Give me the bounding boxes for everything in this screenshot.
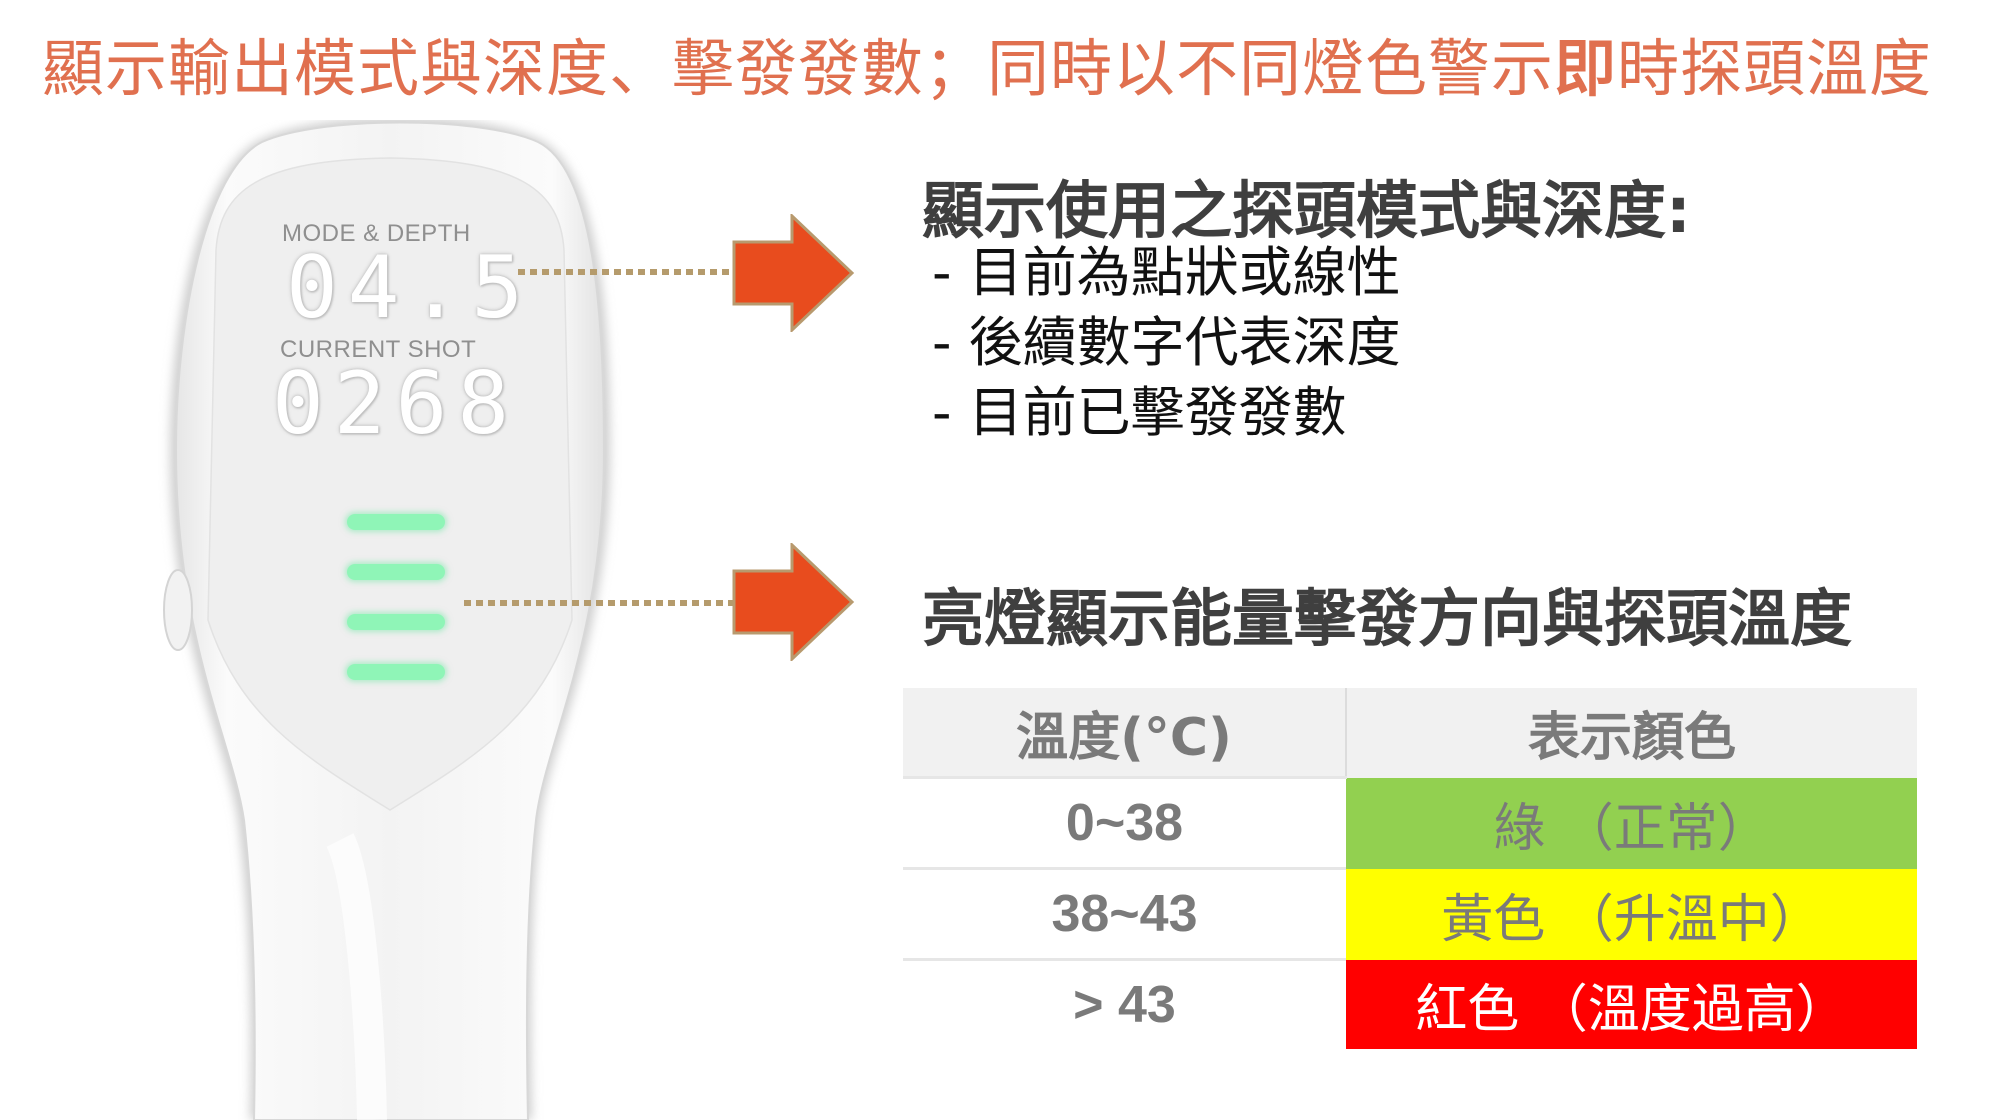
header-indicator-color: 表示顏色 bbox=[1346, 688, 1917, 778]
bullet-item: - 目前已擊發發數 bbox=[932, 381, 1347, 444]
table-row: 0~38 綠 （正常） bbox=[903, 776, 1917, 869]
current-shot-label: CURRENT SHOT bbox=[280, 336, 477, 363]
table-header-row: 溫度(°C) 表示顏色 bbox=[903, 688, 1917, 778]
title-emphasis: 即 bbox=[1554, 32, 1618, 105]
temperature-color-table: 溫度(°C) 表示顏色 0~38 綠 （正常） 38~43 黃色 （升溫中） >… bbox=[903, 688, 1917, 1049]
mode-depth-readout: 04.5 bbox=[286, 238, 534, 338]
table-row: > 43 紅色 （溫度過高） bbox=[903, 958, 1917, 1049]
right-arrow-icon bbox=[732, 543, 855, 661]
handpiece-body-icon bbox=[163, 120, 610, 1120]
leader-line-led bbox=[464, 600, 740, 606]
temperature-range-cell: 38~43 bbox=[903, 867, 1346, 960]
title-part2: 時探頭溫度 bbox=[1617, 32, 1933, 105]
led-bar-4 bbox=[347, 664, 445, 680]
indicator-red-cell: 紅色 （溫度過高） bbox=[1346, 959, 1917, 1049]
slide-title: 顯示輸出模式與深度、擊發發數；同時以不同燈色警示即時探頭溫度 bbox=[42, 18, 1932, 108]
table-row: 38~43 黃色 （升溫中） bbox=[903, 867, 1917, 960]
display-callout-heading: 顯示使用之探頭模式與深度: bbox=[922, 174, 1691, 247]
led-bar-1 bbox=[347, 514, 445, 530]
temperature-range-cell: 0~38 bbox=[903, 776, 1346, 869]
ultrasound-handpiece-illustration: MODE & DEPTH 04.5 CURRENT SHOT 0268 bbox=[140, 120, 660, 1120]
bullet-item: - 後續數字代表深度 bbox=[932, 311, 1401, 374]
title-part1: 顯示輸出模式與深度、擊發發數；同時以不同燈色警示 bbox=[42, 32, 1555, 105]
led-bar-2 bbox=[347, 564, 445, 580]
bullet-item: - 目前為點狀或線性 bbox=[932, 241, 1401, 304]
display-callout-bullets: - 目前為點狀或線性 - 後續數字代表深度 - 目前已擊發發數 bbox=[932, 238, 1401, 448]
leader-line-display bbox=[518, 269, 740, 275]
led-bar-3 bbox=[347, 614, 445, 630]
mode-depth-label: MODE & DEPTH bbox=[282, 220, 471, 247]
temperature-range-cell: > 43 bbox=[903, 958, 1346, 1049]
current-shot-readout: 0268 bbox=[272, 354, 520, 454]
led-callout-heading: 亮燈顯示能量擊發方向與探頭溫度 bbox=[922, 582, 1853, 655]
indicator-yellow-cell: 黃色 （升溫中） bbox=[1346, 868, 1917, 960]
indicator-green-cell: 綠 （正常） bbox=[1346, 777, 1917, 869]
header-temperature: 溫度(°C) bbox=[903, 688, 1347, 778]
right-arrow-icon bbox=[732, 214, 855, 332]
